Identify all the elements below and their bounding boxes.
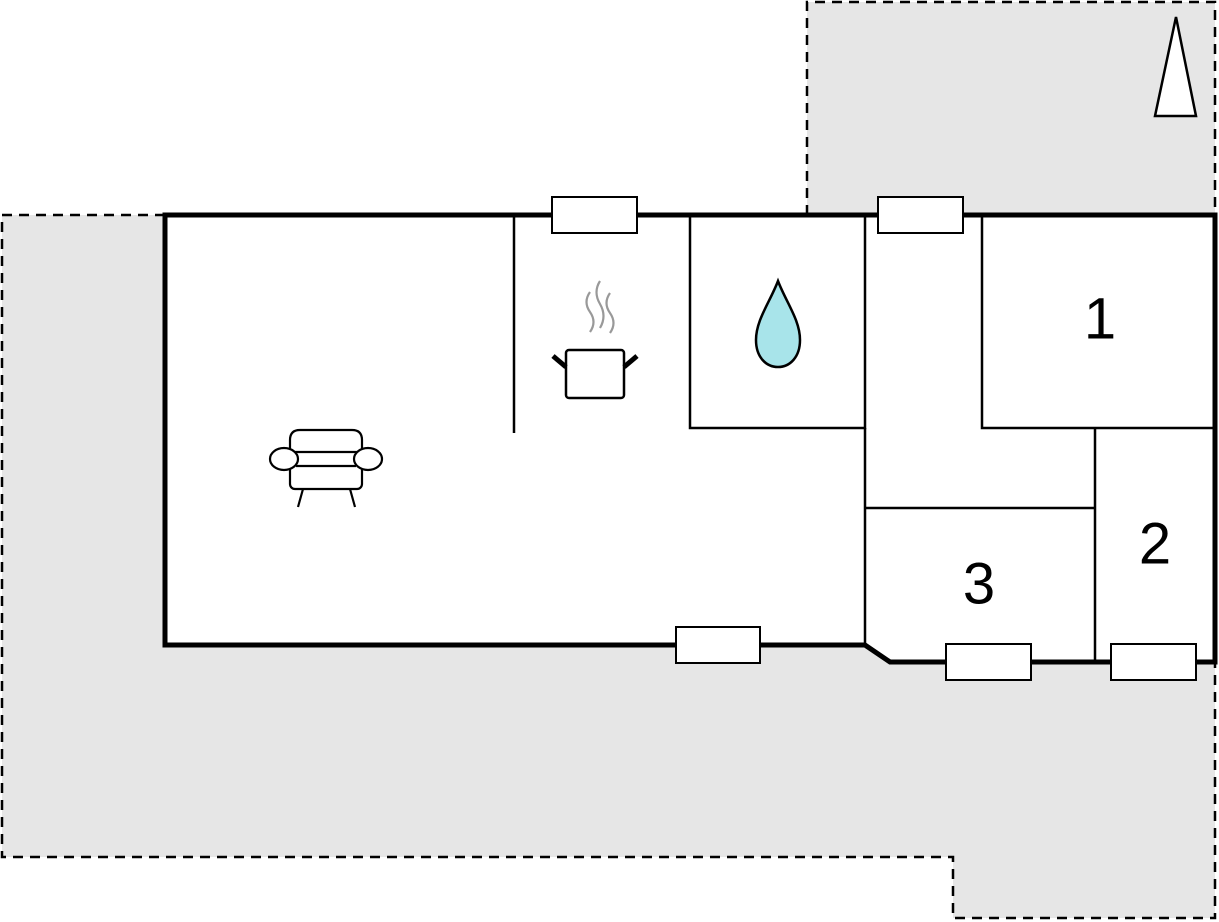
- house-floor: [165, 215, 1215, 662]
- window-north-kitchen: [551, 196, 638, 234]
- north-terrace-area: [807, 2, 1215, 215]
- room-label-1: 1: [1084, 286, 1116, 351]
- window-south-living: [675, 626, 761, 664]
- north-arrow-icon: [1153, 16, 1198, 118]
- cooking-pot-icon: [551, 280, 639, 400]
- north-terrace-dashed-outline: [805, 0, 1217, 215]
- windows: [551, 196, 1197, 681]
- interior-walls: [512, 215, 1215, 662]
- room-label-3: 3: [963, 551, 995, 616]
- water-drop-icon: [754, 277, 802, 369]
- exterior-walls: [162, 212, 1218, 665]
- armchair-icon: [268, 428, 384, 508]
- window-south-bedroom-2: [1110, 643, 1197, 681]
- terrace-area: [2, 215, 1215, 918]
- steam: [585, 280, 615, 334]
- window-south-bedroom-3: [945, 643, 1032, 681]
- room-label-2: 2: [1139, 511, 1171, 576]
- terrace-dashed-outline: [0, 213, 1217, 920]
- window-north-hall: [877, 196, 964, 234]
